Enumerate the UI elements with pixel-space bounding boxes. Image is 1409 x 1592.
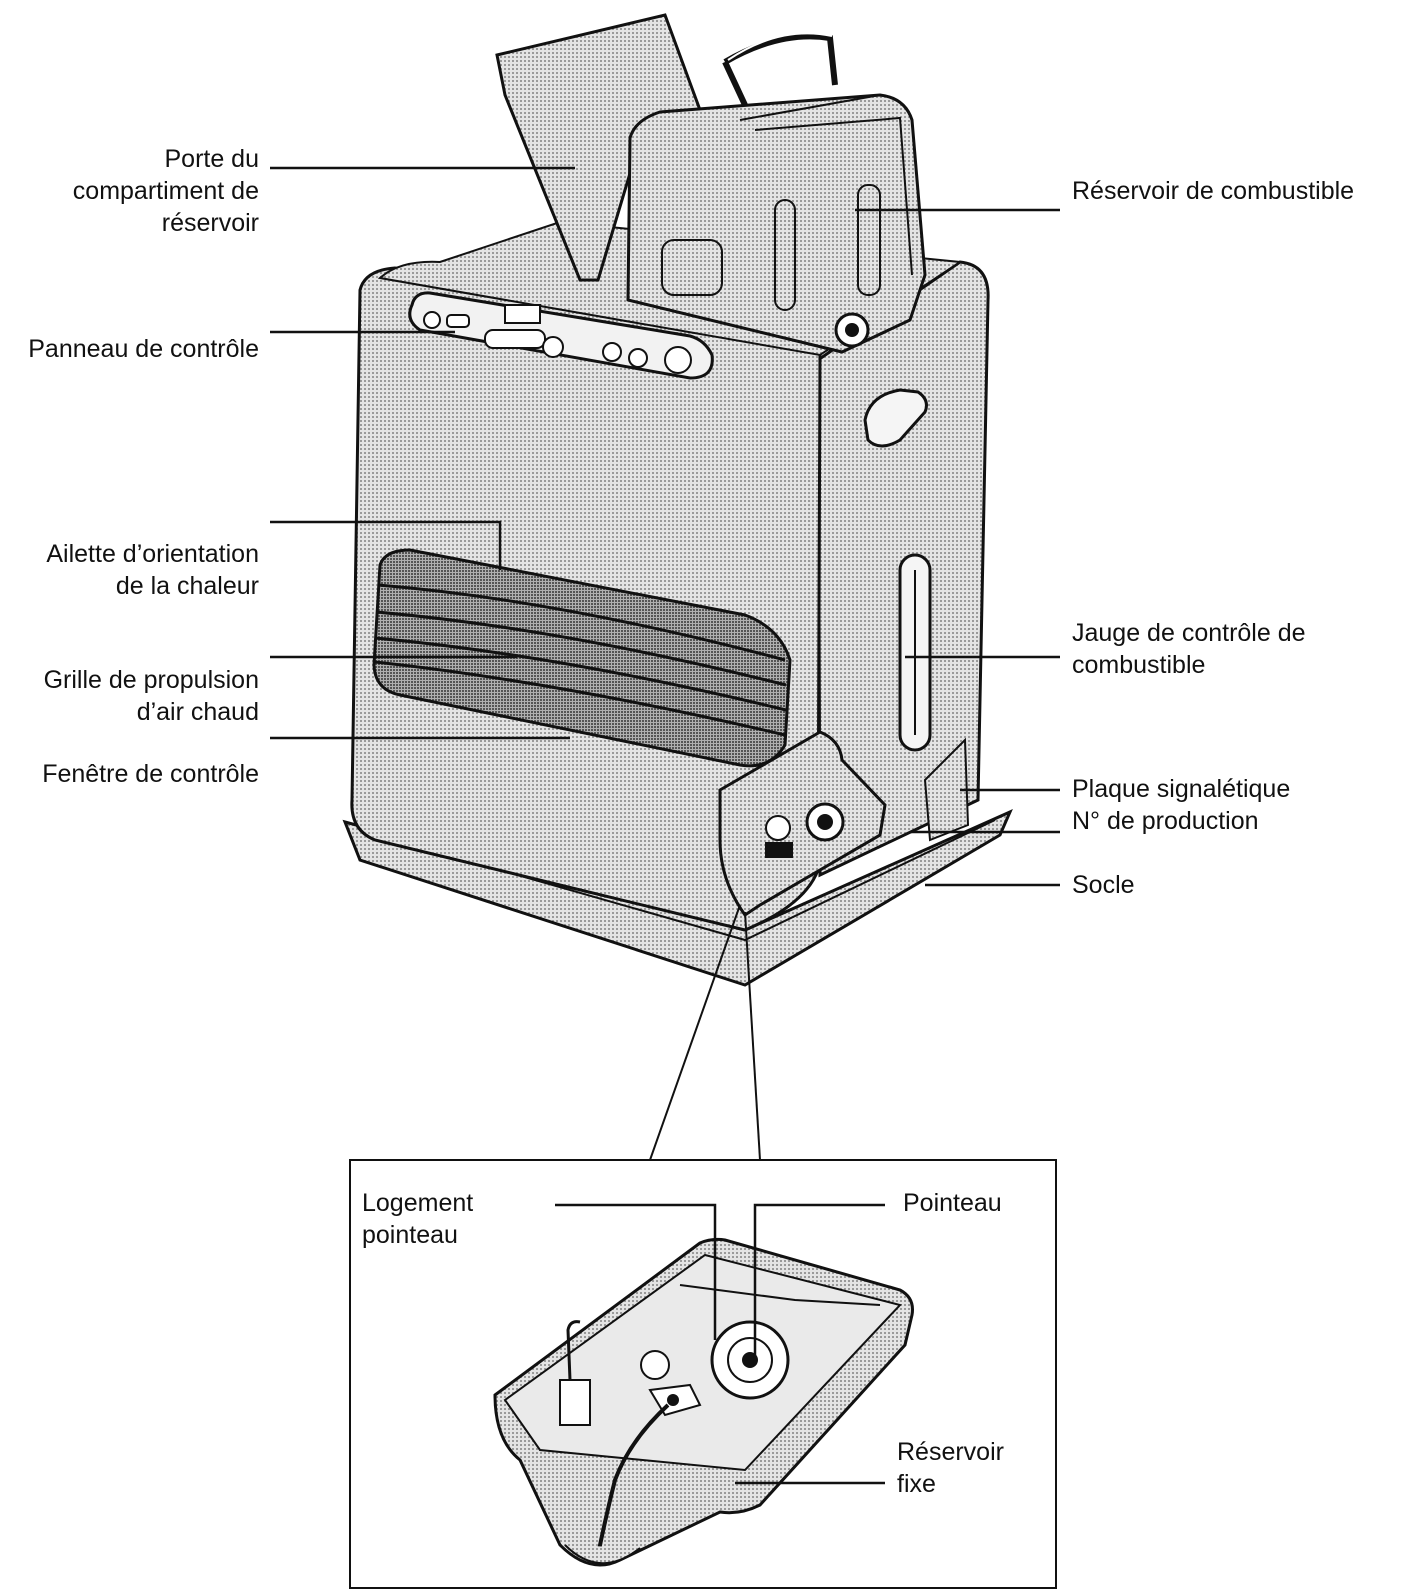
label-needle-housing: Logement pointeau [362, 1189, 474, 1249]
label-control-window: Fenêtre de contrôle [42, 760, 259, 788]
rating-plate [923, 737, 970, 842]
label-tank-door-line3: réservoir [161, 209, 259, 237]
label-heat-louver: Ailette d’orientation de la chaleur [46, 540, 259, 600]
lower-compartment [718, 730, 887, 918]
label-fuel-gauge: Jauge de contrôle de combustible [1072, 619, 1306, 679]
leader-lines [270, 166, 1060, 887]
label-base: Socle [1072, 871, 1135, 899]
label-control-panel: Panneau de contrôle [28, 335, 259, 363]
label-rating-plate: Plaque signalétique [1072, 775, 1291, 803]
label-tank-door-line2: compartiment de [72, 177, 259, 205]
label-fuel-tank: Réservoir de combustible [1072, 177, 1355, 205]
side-handle [863, 388, 928, 448]
label-tank-door: Porte du compartiment de réservoir [73, 143, 259, 239]
label-fixed-tank: Réservoir fixe [897, 1438, 1004, 1498]
label-air-grille: Grille de propulsion d’air chaud [43, 666, 259, 726]
fuel-tank-handle [722, 33, 838, 107]
tank-compartment-door [495, 13, 702, 282]
label-needle: Pointeau [903, 1189, 1002, 1217]
label-production-number: N° de production [1072, 807, 1259, 835]
fuel-tank [626, 93, 927, 354]
zoom-lines [649, 904, 761, 1161]
detail-leader-lines [555, 1203, 885, 1485]
label-tank-door-line1: Porte du [164, 145, 259, 173]
